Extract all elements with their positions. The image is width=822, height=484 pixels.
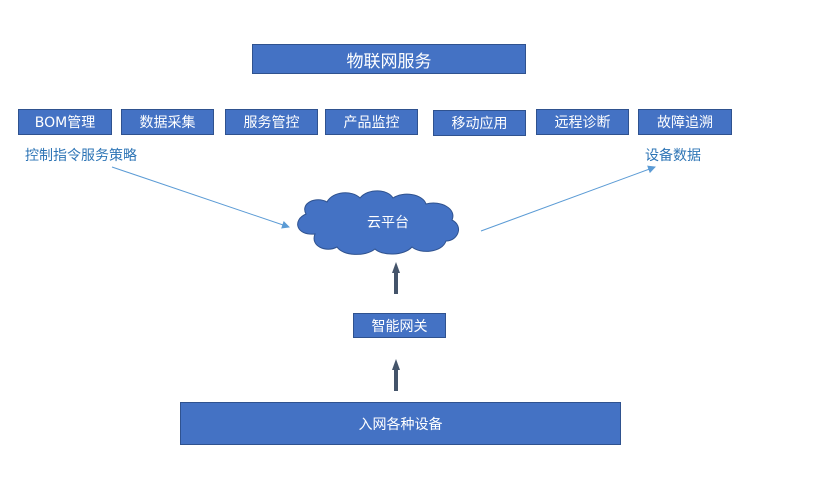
up-arrow-gateway-to-cloud [392,262,400,294]
device-data-label: 设备数据 [645,148,701,164]
service-box-product-monitoring: 产品监控 [325,109,418,135]
right-connector-arrow [480,165,656,232]
cloud-shape [297,190,460,255]
cloud-platform-label: 云平台 [367,215,409,231]
service-box-mobile-app: 移动应用 [433,110,526,136]
control-command-label: 控制指令服务策略 [25,148,137,164]
left-connector-arrow [111,166,290,229]
iot-service-title-box: 物联网服务 [252,44,526,74]
service-box-bom: BOM管理 [18,109,112,135]
service-box-remote-diagnosis: 远程诊断 [536,109,629,135]
service-box-fault-tracing: 故障追溯 [638,109,732,135]
up-arrow-devices-to-gateway [392,359,400,391]
smart-gateway-box: 智能网关 [353,313,446,338]
connected-devices-box: 入网各种设备 [180,402,621,445]
service-box-data-collection: 数据采集 [121,109,214,135]
service-box-service-control: 服务管控 [225,109,318,135]
